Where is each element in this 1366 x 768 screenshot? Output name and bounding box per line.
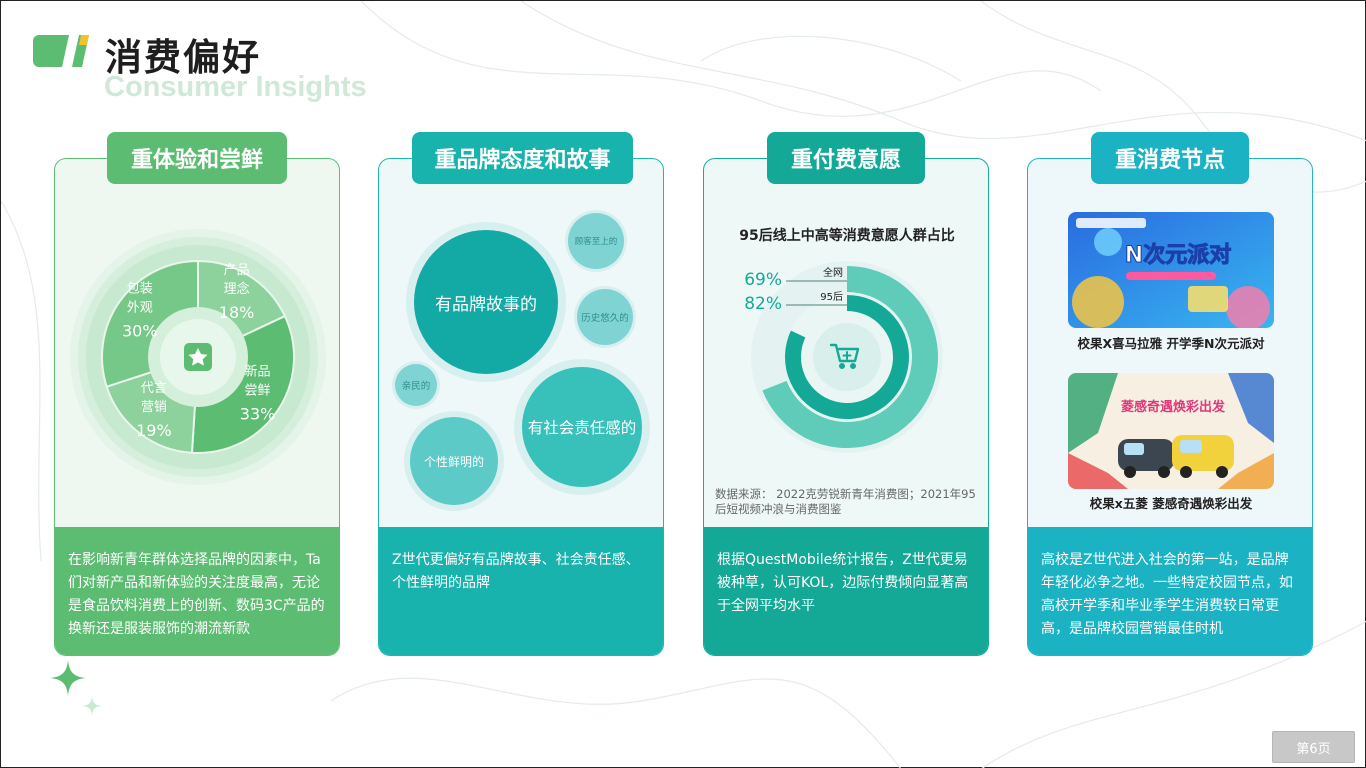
card-brand-story: 有品牌故事的 顾客至上的 历史悠久的 亲民的 有社会责任感的 个性鲜明的 Z世代… xyxy=(378,158,664,656)
donut-arc-95 xyxy=(785,295,909,419)
card-consumption-nodes: N次元派对 校果X喜马拉雅 开学季N次元派对 菱感奇遇焕彩出发 校果x五菱 菱感… xyxy=(1027,158,1313,656)
willingness-donut-chart: 69% 全网 82% 95后 xyxy=(744,261,943,453)
donut-value-label: 69% xyxy=(744,270,782,290)
brand-logo-icon xyxy=(33,35,89,67)
page-subtitle: Consumer Insights xyxy=(104,71,367,103)
pie-label: 代言 xyxy=(141,381,167,396)
tab-brand-story: 重品牌态度和故事 xyxy=(412,132,633,184)
pie-label: 包装 xyxy=(127,282,153,297)
chart-title: 95后线上中高等消费意愿人群占比 xyxy=(739,228,955,244)
pie-value-label: 18% xyxy=(219,303,255,322)
card-experience: 产品理念 18% 新品尝鲜 33% 代言营销 19% 包装外观 30% 在影响新青年群体选择品… xyxy=(54,158,340,656)
pie-label: 尝鲜 xyxy=(245,383,271,398)
tab-consumption-nodes: 重消费节点 xyxy=(1091,132,1249,184)
donut-series-label: 95后 xyxy=(820,291,843,303)
pie-value-label: 19% xyxy=(136,421,172,440)
card-description: 高校是Z世代进入社会的第一站，是品牌年轻化必争之地。一些特定校园节点，如高校开学… xyxy=(1028,527,1312,655)
page-title: 消费偏好 xyxy=(105,36,261,79)
card-description: 根据QuestMobile统计报告，Z世代更易被种草，认可KOL，边际付费倾向显… xyxy=(704,527,988,655)
page-number-badge[interactable]: 第6页 xyxy=(1272,731,1355,763)
pie-label: 理念 xyxy=(224,281,250,297)
tab-experience: 重体验和尝鲜 xyxy=(107,132,287,184)
poster-caption-wuling: 校果x五菱 菱感奇遇焕彩出发 xyxy=(1089,496,1253,511)
poster-image-wuling: 菱感奇遇焕彩出发 xyxy=(1068,373,1274,489)
bubble-brand-story: 有品牌故事的 xyxy=(435,294,537,315)
pie-label: 营销 xyxy=(141,400,167,415)
brand-bubbles-chart xyxy=(392,210,650,511)
pie-label: 产品 xyxy=(224,263,250,278)
tab-willingness-to-pay: 重付费意愿 xyxy=(767,132,925,184)
bubble-distinct-personality: 个性鲜明的 xyxy=(423,454,484,469)
card-willingness-to-pay: 95后线上中高等消费意愿人群占比 69% 全网 82% 95后 数据来源： 2022克… xyxy=(703,158,989,656)
pie-label: 外观 xyxy=(127,301,153,316)
poster-caption-party: 校果X喜马拉雅 开学季N次元派对 xyxy=(1077,336,1265,351)
star-badge-icon xyxy=(184,343,212,371)
pie-value-label: 33% xyxy=(240,404,276,423)
data-source-note: 数据来源： 2022克劳锐新青年消费图；2021年95后短视频冲浪与消费图鉴 xyxy=(715,487,976,516)
poster1-title: N次元派对 xyxy=(1125,242,1231,268)
card-description: Z世代更偏好有品牌故事、社会责任感、个性鲜明的品牌 xyxy=(379,527,663,655)
cart-plus-icon xyxy=(829,343,860,369)
donut-value-label: 82% xyxy=(744,294,782,314)
donut-arc-all xyxy=(762,266,938,448)
poster2-title: 菱感奇遇焕彩出发 xyxy=(1121,399,1226,415)
pie-label: 新品 xyxy=(245,363,271,379)
bubble-affordable: 亲民的 xyxy=(401,381,431,392)
bubble-social-responsibility: 有社会责任感的 xyxy=(527,419,637,437)
donut-series-label: 全网 xyxy=(823,266,843,279)
sparkle-icon xyxy=(50,660,102,716)
bubble-customer-first: 顾客至上的 xyxy=(574,237,618,247)
card-description: 在影响新青年群体选择品牌的因素中，Ta们对新产品和新体验的关注度最高，无论是食品… xyxy=(55,527,339,655)
pie-value-label: 30% xyxy=(122,322,158,341)
poster-image-party: N次元派对 xyxy=(1068,212,1274,328)
bubble-long-history: 历史悠久的 xyxy=(581,313,629,324)
